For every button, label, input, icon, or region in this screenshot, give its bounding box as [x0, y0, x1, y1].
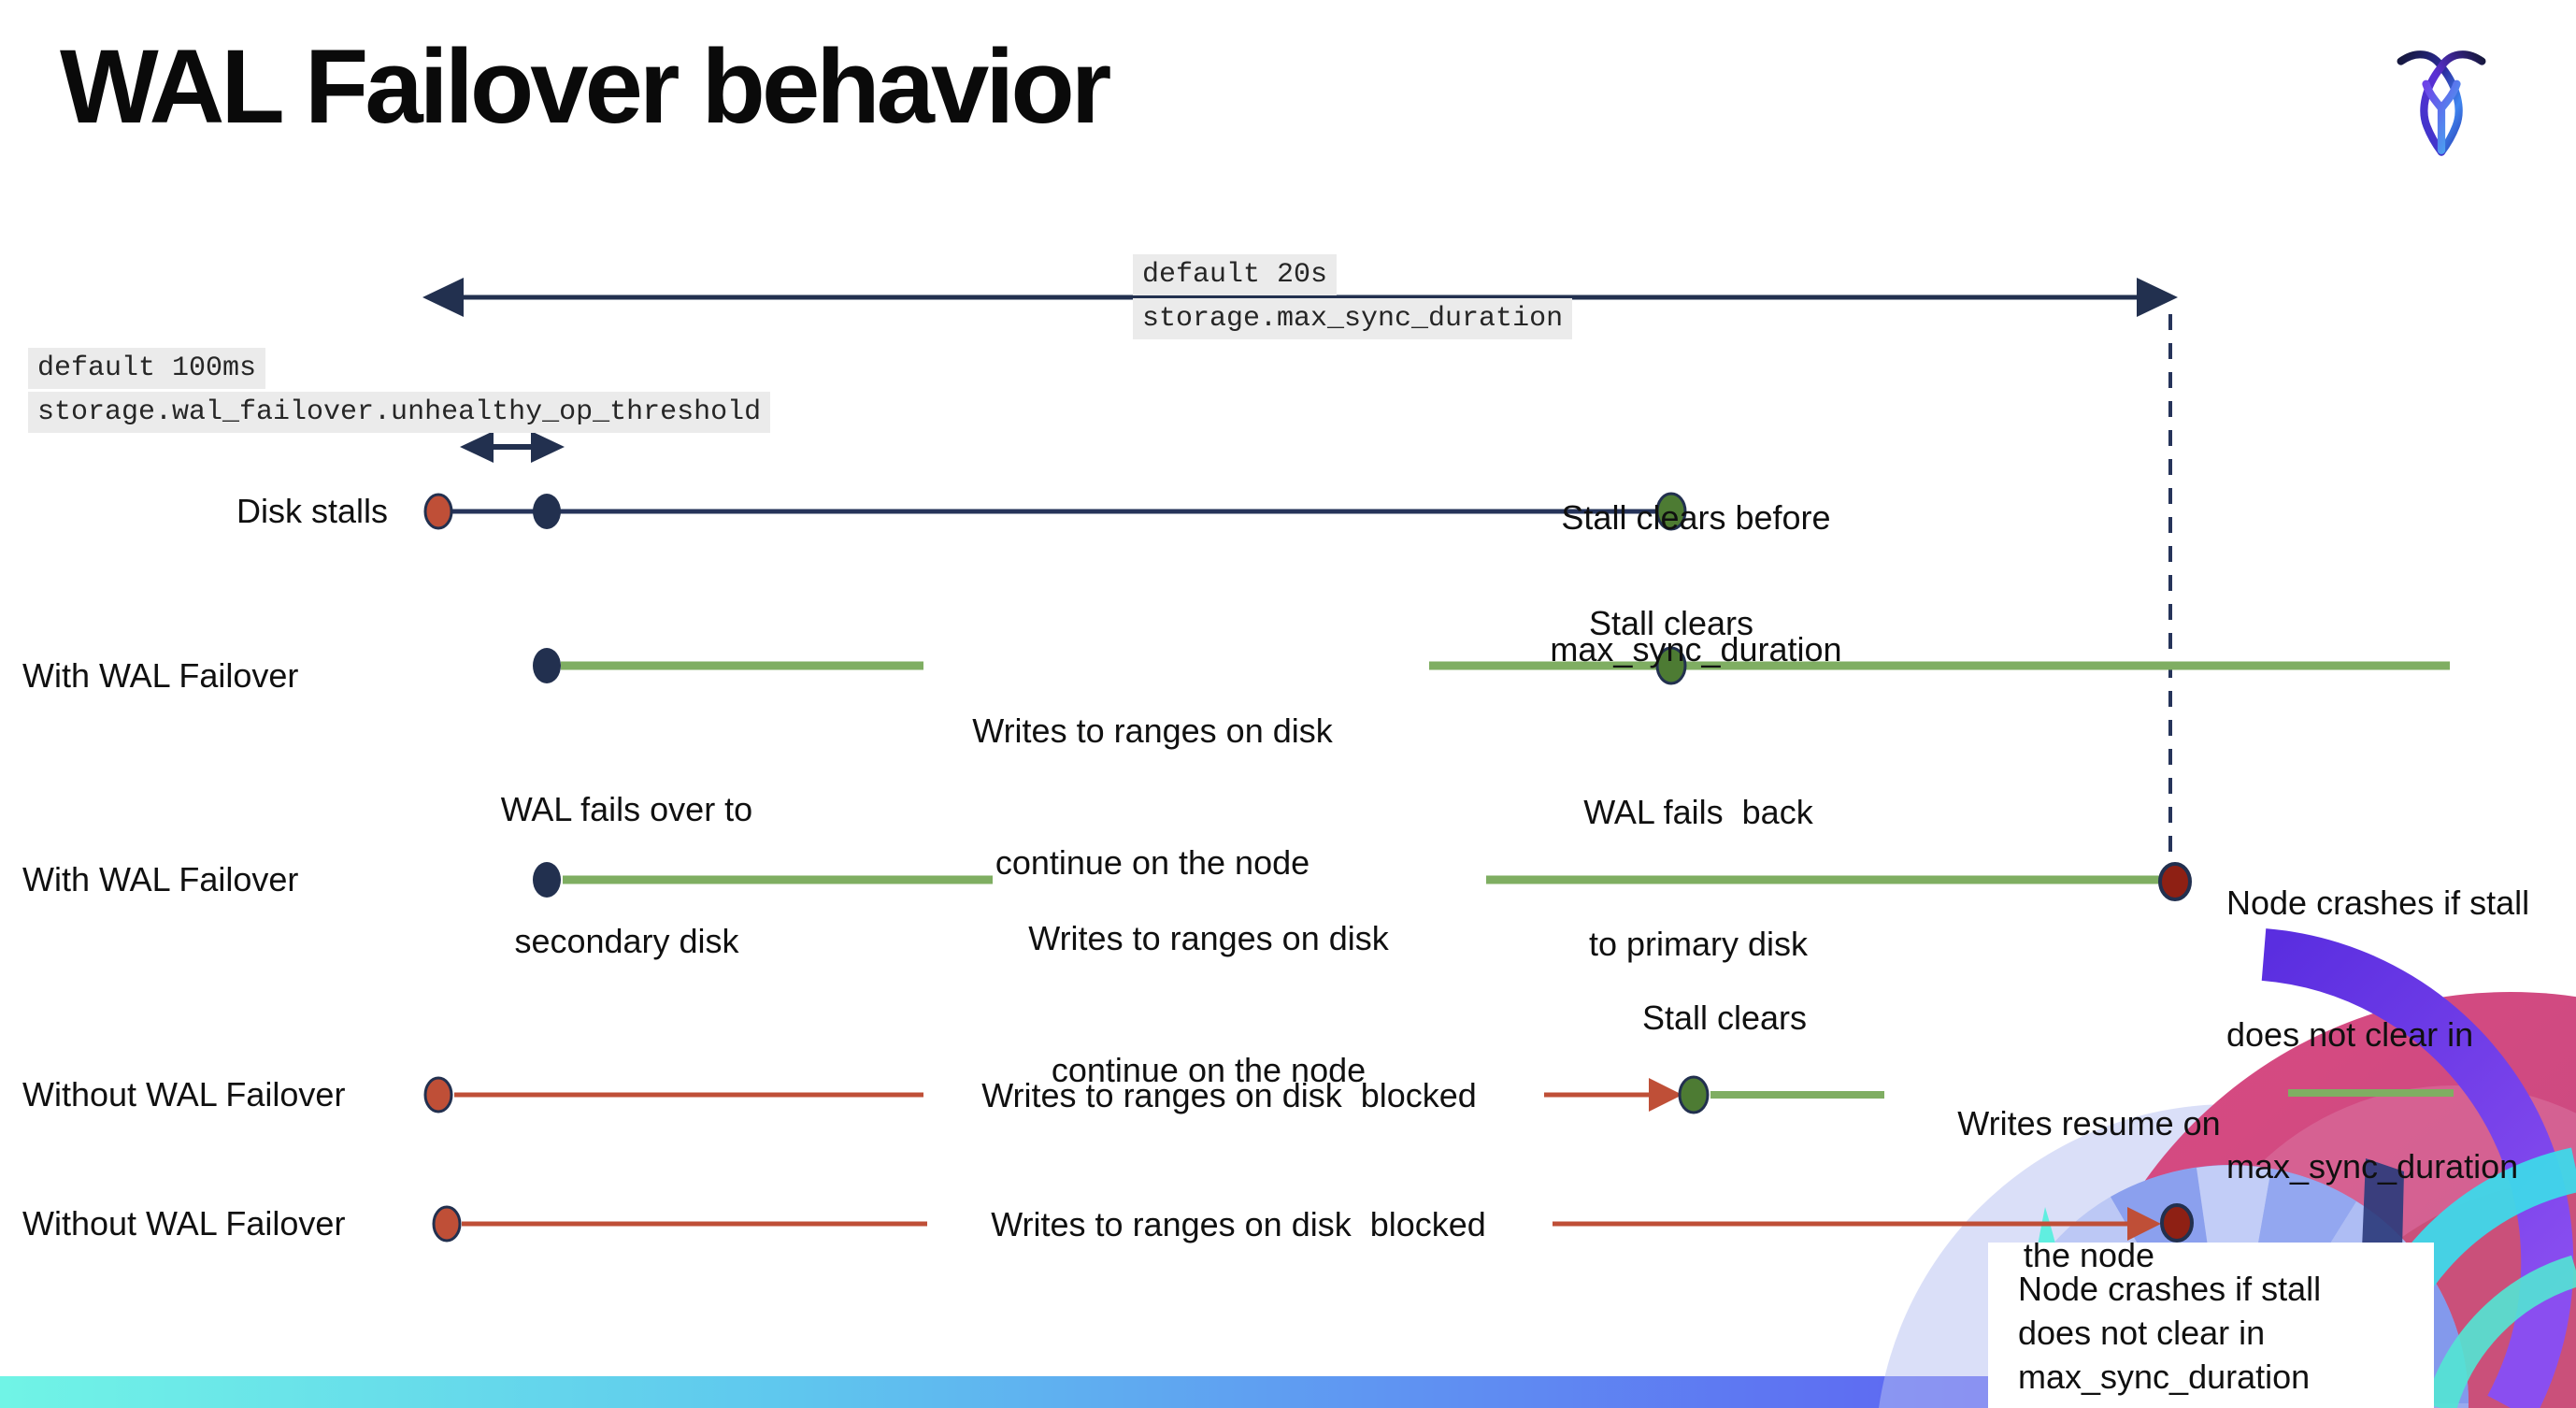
timeline-without-failover-crash [432, 1203, 2194, 1243]
row-label-with-wal-failover-1: With WAL Failover [22, 656, 299, 695]
note-writes-continue-row2: Writes to ranges on disk continue on the… [972, 711, 1333, 882]
timeline-with-failover-crash [533, 862, 2192, 901]
stall-start-dot [432, 1205, 462, 1243]
failover-dot [533, 862, 561, 898]
timeline-with-failover-clears [533, 646, 2450, 685]
note-stall-clears-row4: Stall clears [1641, 999, 1808, 1037]
max-sync-default-value: default 20s [1133, 254, 1338, 295]
failover-dot [533, 648, 561, 683]
unhealthy-default-value: default 100ms [28, 348, 266, 389]
note-writes-blocked-row4: Writes to ranges on disk blocked [981, 1076, 1477, 1114]
blocked-arrowhead [1649, 1078, 1682, 1112]
art-cyan-band-inner [2425, 1255, 2576, 1408]
note-stall-clears-row2: Stall clears [1588, 604, 1754, 642]
annotation-unhealthy-op-threshold: default 100ms storage.wal_failover.unhea… [28, 348, 771, 436]
cockroachdb-logo-icon [2397, 50, 2486, 156]
art-purple-ribbon [2261, 928, 2574, 1408]
annotation-max-sync-duration: default 20s storage.max_sync_duration [1133, 254, 1573, 342]
stall-start-dot [423, 1076, 453, 1113]
page-title: WAL Failover behavior [60, 28, 1111, 145]
stall-clear-dot [1655, 646, 1687, 685]
blocked-arrowhead [2127, 1207, 2161, 1241]
node-crash-dot [2160, 1203, 2194, 1243]
node-crash-dot [2158, 862, 2192, 901]
row-label-with-wal-failover-2: With WAL Failover [22, 860, 299, 898]
note-node-crashes-row3: Node crashes if stall does not clear in … [2226, 884, 2530, 1185]
unhealthy-threshold-arrow [460, 431, 565, 463]
max-sync-duration-arrow [422, 278, 2178, 317]
stall-clear-dot [1678, 1075, 1710, 1114]
note-stall-clears-before: Stall clears before max_sync_duration [1550, 498, 1842, 668]
stall-clear-dot [1655, 492, 1687, 531]
stall-start-dot [423, 493, 453, 530]
failover-threshold-dot [533, 494, 561, 529]
row-label-disk-stalls: Disk stalls [236, 492, 388, 530]
row-label-without-wal-failover-1: Without WAL Failover [22, 1075, 346, 1113]
unhealthy-setting-name: storage.wal_failover.unhealthy_op_thresh… [28, 392, 771, 433]
note-node-crashes-row5-box: Node crashes if stall does not clear in … [1988, 1243, 2434, 1408]
note-writes-resume: Writes resume on the node [1957, 1104, 2221, 1274]
note-node-crashes-row5: Node crashes if stall does not clear in … [2018, 1270, 2322, 1396]
timeline-without-failover-clears [423, 1075, 2454, 1114]
note-wal-fails-over: WAL fails over to secondary disk [500, 790, 753, 960]
note-writes-continue-row3: Writes to ranges on disk continue on the… [1028, 919, 1389, 1089]
note-wal-fails-back: WAL fails back to primary disk [1583, 793, 1813, 963]
timeline-disk-stalls [423, 492, 1687, 531]
max-sync-setting-name: storage.max_sync_duration [1133, 298, 1573, 339]
row-label-without-wal-failover-2: Without WAL Failover [22, 1204, 346, 1243]
note-writes-blocked-row5: Writes to ranges on disk blocked [991, 1205, 1486, 1243]
